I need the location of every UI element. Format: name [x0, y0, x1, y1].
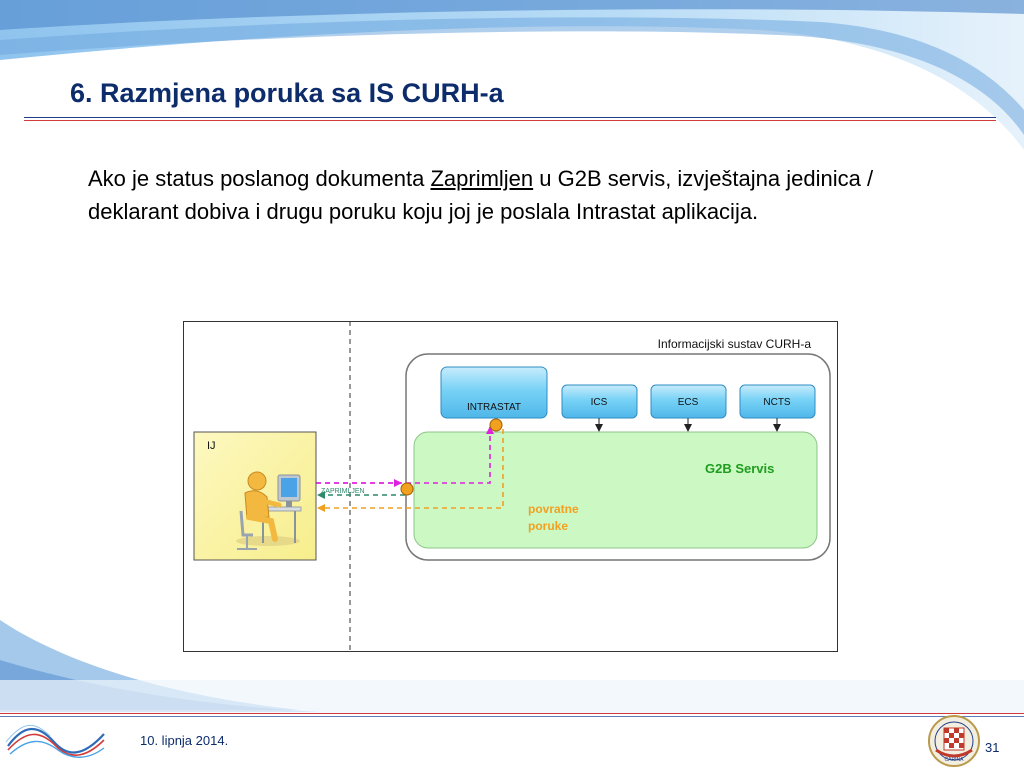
ncts-label: NCTS [763, 397, 791, 408]
body-text: Ako je status poslanog dokumenta Zapriml… [88, 162, 908, 228]
body-text-part2: u G2B servis, izvještajna jedinica / dek… [88, 166, 874, 224]
page-number: 31 [985, 740, 1000, 755]
return-message-arrow-orange [317, 429, 504, 512]
footer-divider-blue [0, 716, 1024, 717]
zaprimljen-label: ZAPRIMLJEN [321, 488, 365, 495]
ics-label: ICS [591, 397, 608, 408]
return-messages-label-line2: poruke [528, 519, 568, 533]
g2b-servis-box[interactable]: G2B Servis [413, 431, 818, 549]
ij-box[interactable]: IJ [193, 431, 317, 561]
intrastat-label: INTRASTAT [467, 402, 521, 413]
footer-date: 10. lipnja 2014. [140, 733, 229, 748]
ics-module[interactable]: ICS [561, 384, 638, 419]
intrastat-module[interactable]: INTRASTAT [440, 366, 548, 419]
carina-emblem-icon: CARINA [928, 715, 980, 767]
status-zaprimljen-link[interactable]: Zaprimljen [430, 166, 534, 191]
footer-background-swoosh [0, 620, 1024, 713]
slide-title: 6. Razmjena poruka sa IS CURH-a [70, 78, 504, 108]
ncts-module[interactable]: NCTS [739, 384, 816, 419]
intrastat-connection-node [489, 418, 503, 432]
user-at-computer-icon [236, 471, 302, 550]
title-divider-red [24, 120, 996, 121]
g2b-servis-label: G2B Servis [705, 461, 774, 476]
wave-logo-icon [5, 725, 105, 758]
ecs-module[interactable]: ECS [650, 384, 727, 419]
carina-emblem-text: CARINA [945, 757, 965, 763]
header-background-swoosh [0, 0, 1024, 150]
system-label: Informacijski sustav CURH-a [658, 337, 812, 351]
return-messages-label-line1: povratne [528, 502, 579, 516]
body-text-part1: Ako je status poslanog dokumenta [88, 166, 431, 191]
ecs-label: ECS [678, 397, 699, 408]
footer-divider-red [0, 713, 1024, 714]
g2b-connection-node [400, 482, 414, 496]
ij-label: IJ [207, 440, 216, 452]
title-divider-blue [24, 117, 996, 118]
message-exchange-diagram: Informacijski sustav CURH-a INTRASTAT IC… [183, 321, 838, 652]
